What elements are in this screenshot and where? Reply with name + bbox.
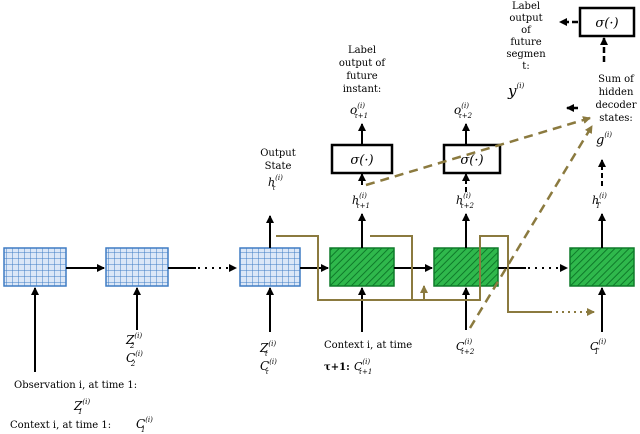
ztau-symbol: Z(i)τ	[259, 340, 276, 358]
label-instant-line-1: Label	[348, 45, 376, 56]
label-segment-line-4: future	[510, 37, 541, 48]
c-tau1-symbol: C(i)τ+1	[354, 358, 372, 376]
h-tau2-symbol: h(i)τ+2	[456, 192, 475, 210]
encoder-cell-2	[105, 247, 169, 287]
h-T-symbol: h(i)T	[592, 192, 607, 210]
g-output-symbol: g(i)	[596, 131, 612, 148]
decoder-cell-T	[569, 247, 635, 287]
context-tau1-line2: τ+1:	[324, 362, 350, 373]
dashed-h-tau2-to-g	[468, 125, 594, 329]
sigma-label-tau2: σ(·)	[460, 153, 483, 168]
sum-line-4: states:	[599, 113, 633, 124]
z2-symbol: Z(i)2	[125, 332, 142, 350]
sigma-label-segment: σ(·)	[595, 16, 618, 31]
o-tau1-symbol: o(i)τ+1	[350, 102, 368, 120]
context-link-1	[276, 235, 428, 301]
sigma-label-tau1: σ(·)	[350, 153, 373, 168]
c2-symbol: C(i)2	[126, 350, 143, 368]
y-output-symbol: y(i)	[507, 82, 524, 100]
output-state-label-1: Output	[260, 148, 296, 159]
h-tau1-symbol: h(i)τ+1	[352, 192, 370, 210]
sum-line-2: hidden	[599, 87, 634, 98]
z1-symbol: Z(i)1	[73, 398, 90, 416]
label-segment-line-6: t:	[522, 61, 529, 72]
decoder-cell-tau2	[433, 247, 499, 287]
c1-symbol: C(i)1	[136, 416, 153, 434]
c-T-symbol: C(i)T	[590, 338, 606, 356]
label-instant-line-4: instant:	[343, 84, 382, 95]
sum-line-1: Sum of	[598, 74, 635, 85]
context-link-2	[370, 235, 550, 313]
label-segment-line-3: of	[521, 25, 532, 36]
c-tau2-symbol: C(i)τ+2	[456, 338, 475, 356]
decoder-cell-tau1	[329, 247, 395, 287]
label-instant-line-3: future	[346, 71, 377, 82]
encoder-cell-1	[3, 247, 67, 287]
o-tau2-symbol: o(i)τ+2	[454, 102, 473, 120]
sigma-box-tau1	[330, 143, 394, 175]
dashed-h-tau1-to-g	[365, 116, 591, 187]
ctau-symbol: C(i)τ	[260, 358, 277, 376]
sum-line-3: decoder	[595, 100, 636, 111]
label-segment-line-2: output	[509, 13, 542, 24]
observation-line: Observation i, at time 1:	[14, 380, 137, 391]
output-state-label-2: State	[265, 161, 292, 172]
label-instant-line-2: output of	[339, 58, 387, 69]
h-tau-symbol: h(i)τ	[268, 174, 283, 192]
sigma-box-segment	[578, 6, 636, 38]
encoder-cell-tau	[239, 247, 301, 287]
context-tau1-line1: Context i, at time	[324, 340, 412, 351]
label-segment-line-5: segmen	[506, 49, 546, 60]
context-line: Context i, at time 1:	[10, 420, 111, 431]
label-segment-line-1: Label	[512, 1, 540, 12]
